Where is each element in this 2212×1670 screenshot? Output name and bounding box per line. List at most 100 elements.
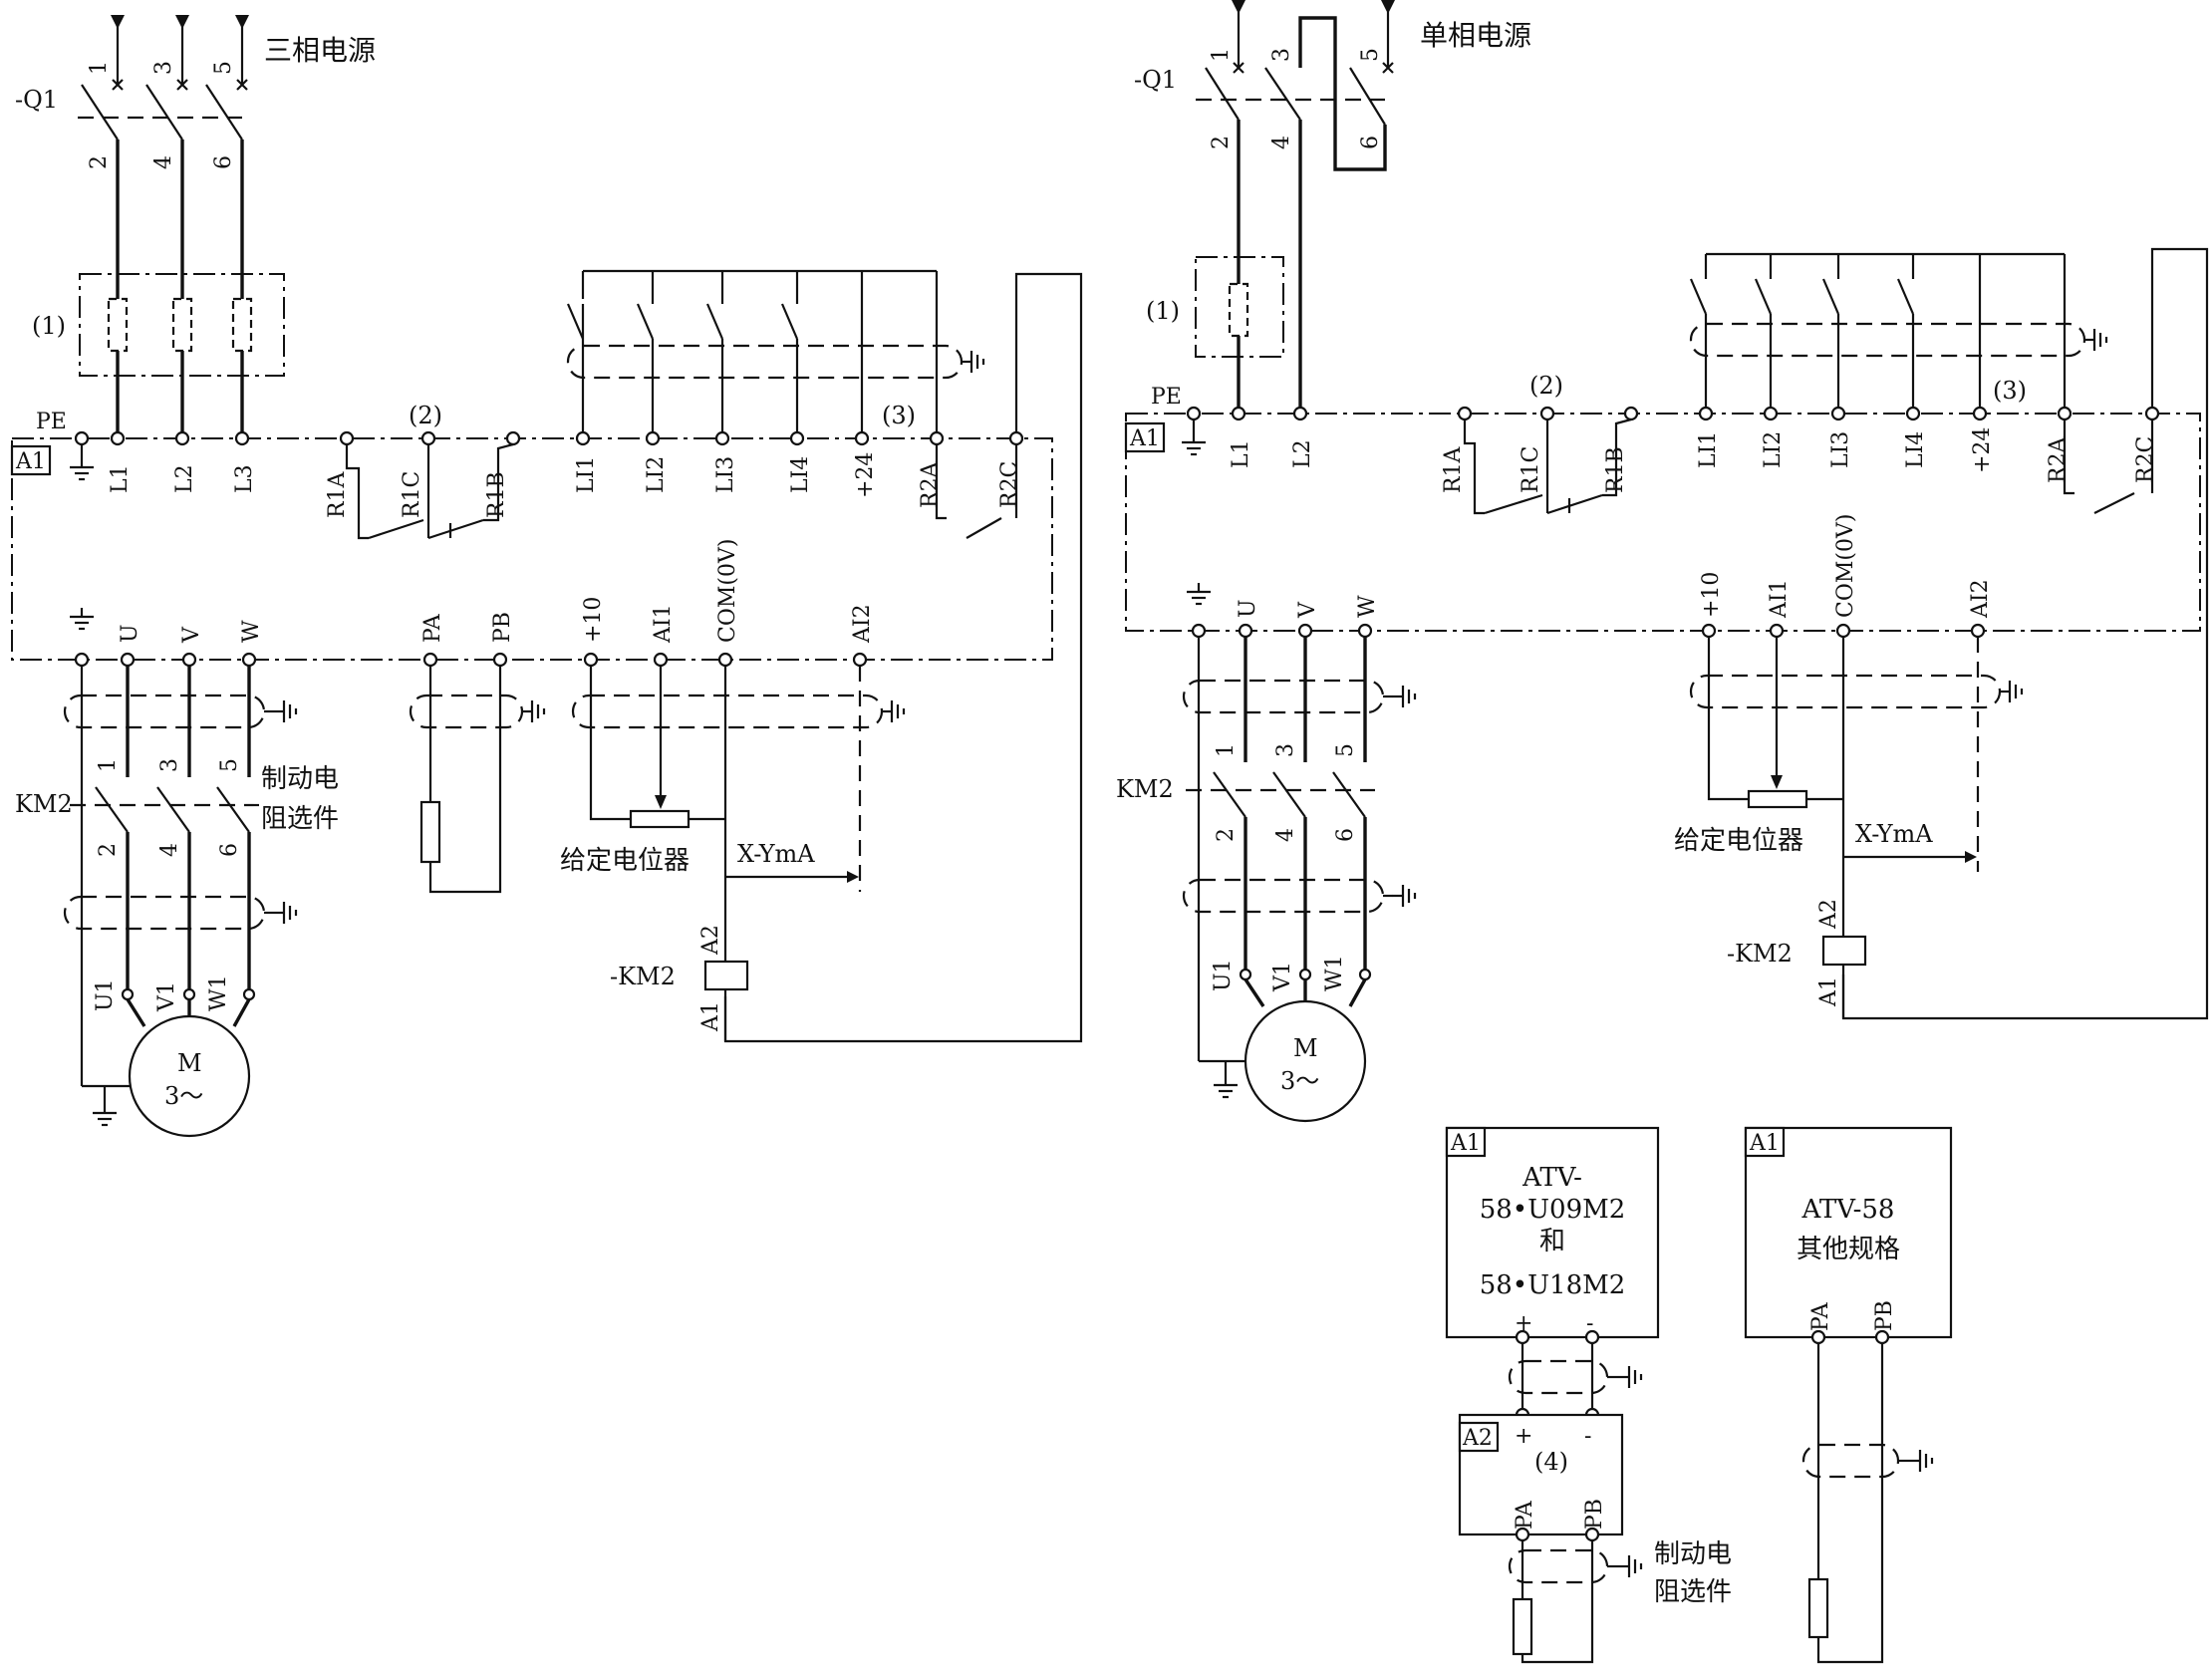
left-brake-PA: PA xyxy=(420,613,445,643)
right-logic-LI2: LI2 xyxy=(1761,431,1786,468)
left-q1-top-1: 1 xyxy=(87,61,112,75)
right-logic-24: +24 xyxy=(1970,427,1995,473)
left-q1-bot-2: 2 xyxy=(87,155,112,169)
right-analog-10: +10 xyxy=(1699,572,1724,618)
box1-minus2: - xyxy=(1584,1424,1591,1449)
left-in-L2: L2 xyxy=(172,464,197,493)
right-motor-phase: 3～ xyxy=(1280,1067,1319,1095)
left-supply-title: 三相电源 xyxy=(264,34,376,67)
left-relay1-R1B: R1B xyxy=(484,471,509,518)
left-q1-bot-6: 6 xyxy=(211,155,236,169)
right-motor-m: M xyxy=(1293,1034,1318,1062)
left-km2-top-1: 1 xyxy=(96,758,121,772)
right-q1-top-3: 3 xyxy=(1269,48,1294,62)
left-motor-W1: W1 xyxy=(206,974,231,1011)
box1-brake-option-1: 制动电 xyxy=(1654,1539,1732,1569)
right-q1-label: -Q1 xyxy=(1134,66,1177,94)
box1-pa: PA xyxy=(1513,1500,1537,1530)
right-fuse-label: (1) xyxy=(1146,297,1180,325)
box2-a1-tag: A1 xyxy=(1749,1131,1780,1156)
left-pot-label: 给定电位器 xyxy=(560,846,690,876)
left-xy-label: X-YmA xyxy=(737,840,815,868)
right-km2-top-5: 5 xyxy=(1333,743,1358,757)
right-coil-a2: A2 xyxy=(1816,899,1841,930)
left-brake-option-2: 阻选件 xyxy=(261,804,339,834)
right-analog-COM: COM(0V) xyxy=(1833,514,1858,618)
box1-line-1: ATV- xyxy=(1521,1163,1582,1193)
right-analog-AI2: AI2 xyxy=(1968,579,1993,619)
left-brake-PB: PB xyxy=(490,612,515,643)
right-coil-a1: A1 xyxy=(1816,976,1841,1007)
left-logic-LI3: LI3 xyxy=(713,456,738,493)
left-out-V: V xyxy=(179,626,204,644)
left-logic-LI4: LI4 xyxy=(788,456,813,493)
left-q1-bot-4: 4 xyxy=(151,155,176,169)
right-supply-title: 单相电源 xyxy=(1420,19,1531,52)
left-pe-label: PE xyxy=(36,410,67,434)
right-logic-note: (3) xyxy=(1993,377,2027,405)
right-coil-label: -KM2 xyxy=(1727,940,1793,968)
left-logic-note: (3) xyxy=(882,402,916,429)
box1-a2-tag: A2 xyxy=(1462,1426,1493,1451)
right-relay1-note: (2) xyxy=(1529,372,1563,400)
right-motor-V1: V1 xyxy=(1270,962,1295,992)
box1-minus: - xyxy=(1586,1311,1593,1336)
left-out-W: W xyxy=(239,620,264,643)
left-motor-phase: 3～ xyxy=(164,1082,203,1110)
box1-line-3: 和 xyxy=(1539,1227,1565,1256)
right-logic-LI3: LI3 xyxy=(1828,431,1853,468)
box1-line-4: 58•U18M2 xyxy=(1480,1270,1626,1300)
right-km2-bot-6: 6 xyxy=(1333,828,1358,842)
left-circuit: 三相电源 1 3 5 -Q1 2 4 6 (1) A1 xyxy=(10,15,1083,1138)
right-relay2-R2A: R2A xyxy=(2046,435,2071,483)
right-out-V: V xyxy=(1295,601,1320,619)
atv58-other-box: A1 ATV-58 其他规格 PA PB xyxy=(1744,1126,1953,1664)
right-xy-label: X-YmA xyxy=(1855,820,1933,848)
box1-note: (4) xyxy=(1534,1448,1568,1476)
left-in-L3: L3 xyxy=(232,464,257,493)
right-km2-top-1: 1 xyxy=(1214,743,1239,757)
left-motor-V1: V1 xyxy=(154,981,179,1012)
box1-a1-tag: A1 xyxy=(1450,1131,1481,1156)
left-a1-tag: A1 xyxy=(15,449,46,474)
left-relay1-R1A: R1A xyxy=(325,470,350,518)
left-coil-a1: A1 xyxy=(698,1001,723,1032)
left-relay2-R2A: R2A xyxy=(918,460,943,508)
left-in-L1: L1 xyxy=(108,464,133,493)
right-q1-bot-4: 4 xyxy=(1269,136,1294,149)
box1-brake-option-2: 阻选件 xyxy=(1654,1577,1732,1607)
left-analog-AI1: AI1 xyxy=(651,604,676,644)
right-motor-W1: W1 xyxy=(1322,955,1347,991)
right-q1-bot-2: 2 xyxy=(1209,136,1234,149)
left-motor-m: M xyxy=(177,1049,202,1077)
right-in-L2: L2 xyxy=(1290,439,1315,468)
box1-pb: PB xyxy=(1582,1499,1607,1530)
left-logic-LI1: LI1 xyxy=(574,456,599,493)
left-motor-U1: U1 xyxy=(93,978,118,1011)
left-analog-COM: COM(0V) xyxy=(715,539,740,643)
box2-line-2: 其他规格 xyxy=(1797,1235,1900,1264)
left-out-U: U xyxy=(118,624,142,643)
left-km2-bot-4: 4 xyxy=(157,843,182,857)
left-km2-bot-6: 6 xyxy=(217,843,242,857)
right-circuit: 单相电源 1 3 5 -Q1 2 4 6 (1) A1 PE L1 L2 xyxy=(1116,0,2209,1123)
box1-plus: + xyxy=(1515,1311,1532,1336)
box1-line-2: 58•U09M2 xyxy=(1480,1195,1626,1225)
right-a1-tag: A1 xyxy=(1129,426,1160,451)
left-logic-LI2: LI2 xyxy=(644,456,669,493)
right-q1-bot-6: 6 xyxy=(1358,136,1383,149)
left-logic-switches xyxy=(566,271,939,438)
atv58-u09-box: A1 ATV- 58•U09M2 和 58•U18M2 + - A2 + - (… xyxy=(1445,1126,1732,1664)
left-analog-10: +10 xyxy=(581,597,606,643)
right-relay1-R1A: R1A xyxy=(1441,445,1466,493)
right-in-L1: L1 xyxy=(1229,439,1253,468)
left-coil-a2: A2 xyxy=(698,925,723,956)
right-q1-top-5: 5 xyxy=(1358,48,1383,62)
right-km2-bot-2: 2 xyxy=(1214,828,1239,842)
box2-pb: PB xyxy=(1872,1300,1897,1331)
left-logic-24: +24 xyxy=(853,452,878,498)
left-relay1-R1C: R1C xyxy=(400,471,424,518)
right-pot-label: 给定电位器 xyxy=(1674,826,1803,856)
right-out-W: W xyxy=(1355,595,1380,618)
left-km2-top-5: 5 xyxy=(217,758,242,772)
